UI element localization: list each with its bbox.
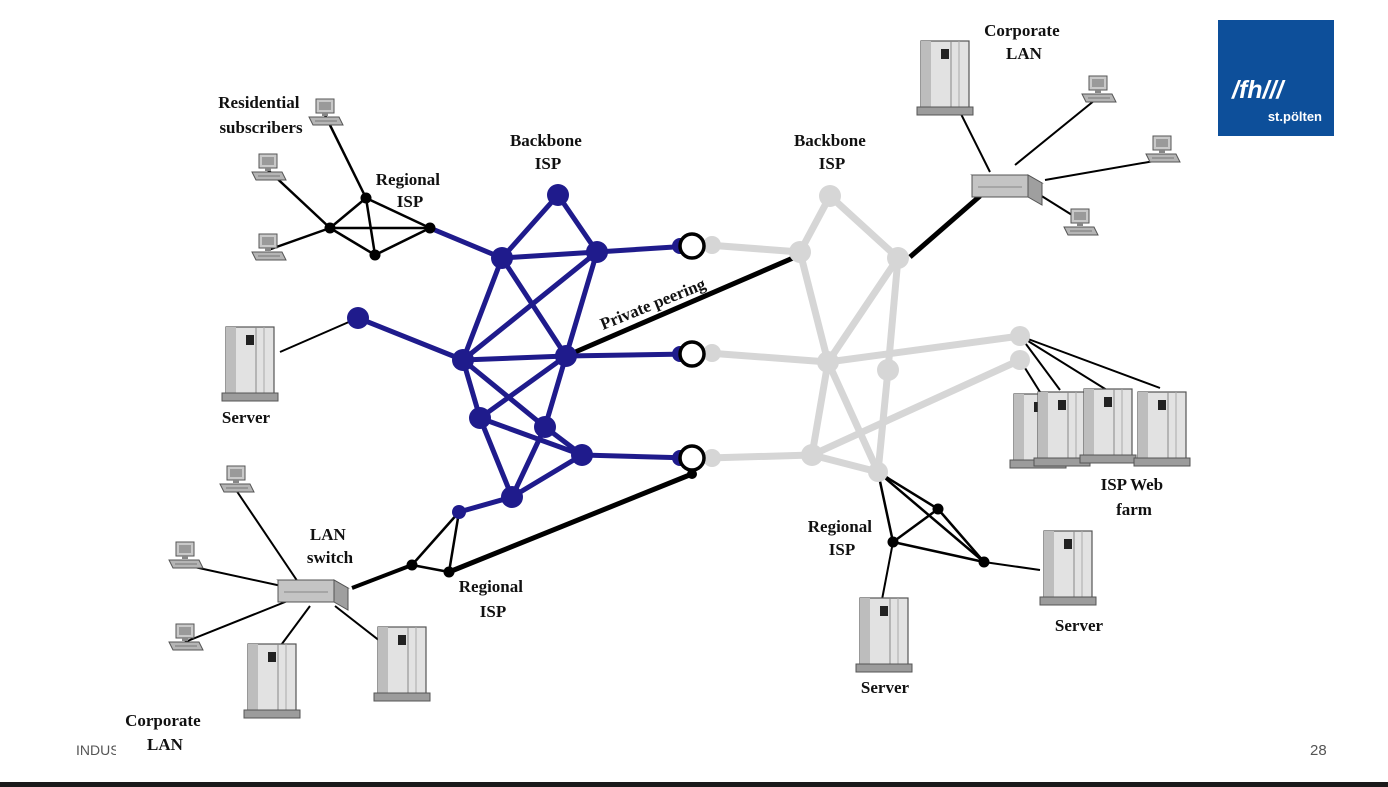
server-icon <box>373 626 431 702</box>
server-icon <box>855 597 913 673</box>
bottom-rule <box>0 782 1388 787</box>
label-server-right-a: Server <box>1055 616 1104 635</box>
access-links <box>184 99 1161 661</box>
label-regional-isp-right: Regional ISP <box>808 517 876 559</box>
backbone-isp-left-links <box>355 192 693 515</box>
label-server-right-b: Server <box>861 678 910 697</box>
fh-st-poelten-logo: /fh/// st.pölten <box>1218 20 1334 136</box>
pc-icon <box>1081 75 1117 103</box>
label-regional-isp-left: Regional ISP <box>376 170 444 211</box>
backbone-isp-right-routers <box>703 185 1030 482</box>
label-backbone-isp-left: Backbone ISP <box>510 131 586 173</box>
server-icon <box>221 326 279 402</box>
server-icon <box>1039 530 1097 606</box>
pc-icon <box>251 233 287 261</box>
label-server-left: Server <box>222 408 271 427</box>
label-corporate-lan-top: Corporate LAN <box>984 21 1064 63</box>
web-farm-servers <box>1009 388 1191 469</box>
pc-icon <box>1145 135 1181 163</box>
label-backbone-isp-right: Backbone ISP <box>794 131 870 173</box>
pc-icon <box>219 465 255 493</box>
pc-icon <box>168 541 204 569</box>
backbone-isp-right-links <box>704 192 1024 476</box>
footer-text: INDUSTRY <box>76 742 116 758</box>
label-isp-web-farm: ISP Web farm <box>1101 475 1168 519</box>
server-icon <box>243 643 301 719</box>
switch-icon <box>971 174 1043 206</box>
server-icon <box>916 40 974 116</box>
label-lan-switch: LAN switch <box>307 525 354 567</box>
logo-subtitle: st.pölten <box>1267 109 1322 124</box>
label-regional-isp-bottom: Regional ISP <box>459 577 527 621</box>
page-number: 28 <box>1310 742 1327 759</box>
switch-icon <box>277 579 349 611</box>
label-residential-subscribers: Residential subscribers <box>218 93 303 137</box>
logo-mark: /fh/// <box>1232 76 1284 104</box>
pc-icon <box>251 153 287 181</box>
backbone-isp-left-routers <box>347 184 688 519</box>
label-corporate-lan-bottom: Corporate LAN <box>125 711 205 754</box>
peering-points <box>678 232 706 472</box>
regional-routers <box>324 192 990 578</box>
pc-icon <box>308 98 344 126</box>
